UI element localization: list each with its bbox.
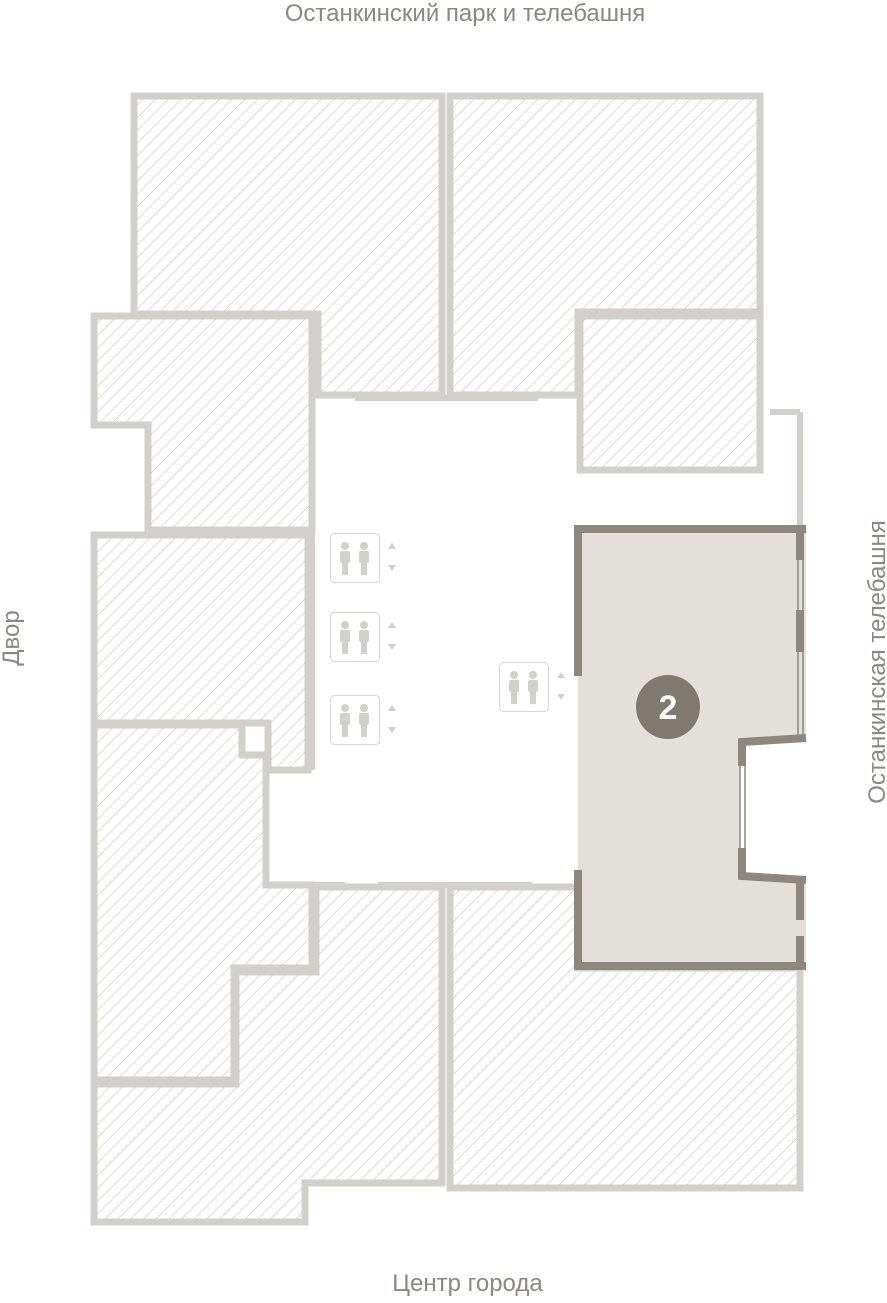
direction-top-label: Останкинский парк и телебашня [284, 0, 646, 27]
apartment-number: 2 [659, 689, 678, 727]
elevator-icon [330, 533, 396, 583]
elevator-icon [499, 662, 565, 712]
direction-bottom-label: Центр города [392, 1270, 543, 1297]
elevator-icon [330, 695, 396, 745]
elevator-icon [330, 612, 396, 662]
apartment-2[interactable]: 2 [574, 525, 807, 970]
unavailable-unit [90, 312, 316, 534]
apartment-number-badge[interactable] [636, 675, 700, 739]
unavailable-unit [576, 312, 764, 474]
